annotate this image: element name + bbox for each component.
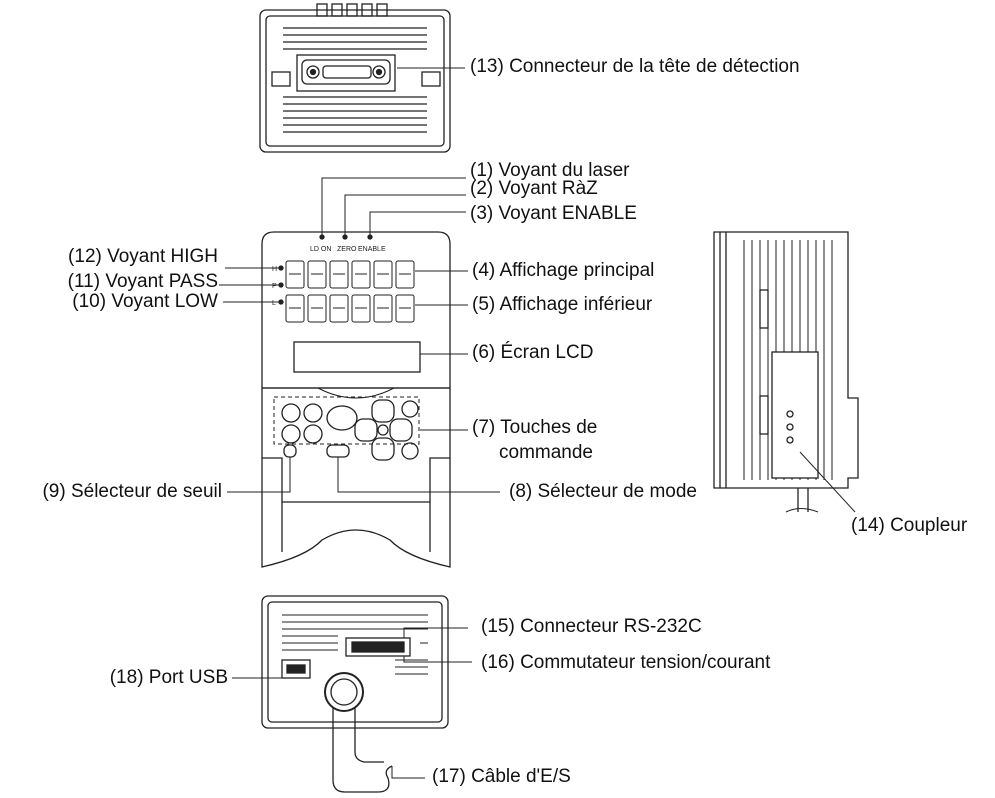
led-label-enable: ENABLE — [358, 246, 386, 253]
sensor-head-connector — [296, 54, 396, 92]
callout-12: (12) Voyant HIGH — [68, 246, 218, 267]
front-view: LD ON ZERO ENABLE H P L — [261, 231, 451, 568]
callout-10: (10) Voyant LOW — [72, 291, 218, 312]
top-vents — [283, 27, 427, 133]
usb-port — [281, 659, 311, 679]
led-letter-l: L — [272, 300, 276, 307]
callout-14: (14) Coupleur — [851, 515, 968, 536]
main-display — [285, 260, 415, 289]
callout-6: (6) Écran LCD — [472, 342, 594, 363]
side-view — [713, 231, 859, 513]
callout-2: (2) Voyant RàZ — [470, 178, 598, 199]
led-label-ldon: LD ON — [310, 246, 331, 253]
led-letter-h: H — [272, 266, 277, 273]
top-led-dots — [319, 234, 373, 240]
callout-18: (18) Port USB — [109, 667, 228, 688]
lcd-screen — [293, 341, 421, 373]
callout-1: (1) Voyant du laser — [470, 160, 630, 181]
mode-switch — [326, 444, 350, 458]
callout-8: (8) Sélecteur de mode — [509, 481, 697, 502]
callout-9: (9) Sélecteur de seuil — [42, 481, 222, 502]
control-keys — [281, 399, 419, 461]
callout-11: (11) Voyant PASS — [67, 271, 218, 292]
io-cable — [324, 672, 393, 793]
callout-17: (17) Câble d'E/S — [432, 766, 571, 787]
rs232c-connector — [345, 637, 411, 657]
callout-16: (16) Commutateur tension/courant — [481, 652, 771, 673]
callout-5: (5) Affichage inférieur — [472, 294, 653, 315]
bottom-vents — [282, 614, 428, 675]
threshold-switch — [283, 444, 297, 458]
callout-15: (15) Connecteur RS-232C — [481, 616, 702, 637]
callout-4: (4) Affichage principal — [472, 260, 655, 281]
coupler — [771, 351, 819, 479]
sub-display — [285, 294, 415, 323]
callout-7a: (7) Touches de — [472, 417, 598, 438]
callout-7b: commande — [499, 442, 593, 463]
led-label-zero: ZERO — [337, 246, 357, 253]
top-view — [259, 3, 451, 153]
bottom-view — [261, 595, 449, 793]
callout-3: (3) Voyant ENABLE — [470, 203, 637, 224]
leader-lines — [219, 67, 856, 779]
led-letter-p: P — [272, 283, 277, 290]
callout-13: (13) Connecteur de la tête de détection — [470, 56, 800, 77]
